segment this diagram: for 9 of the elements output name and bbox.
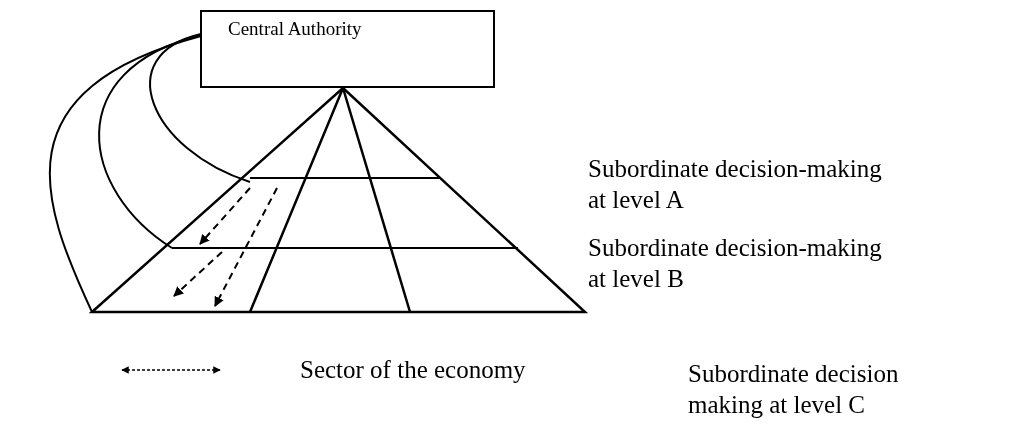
connector-curve (98, 34, 202, 249)
level-label: Subordinate decision-making at level A (588, 154, 883, 215)
authority-box: Central Authority (200, 10, 495, 88)
pyramid-drawing (88, 86, 589, 314)
connector-curve (48, 35, 202, 313)
connector-curve (149, 33, 251, 183)
level-label: Subordinate decision making at level C (688, 359, 900, 420)
legend-text: Sector of the economy (300, 355, 526, 385)
level-label: Subordinate decision-making at level B (588, 233, 883, 294)
